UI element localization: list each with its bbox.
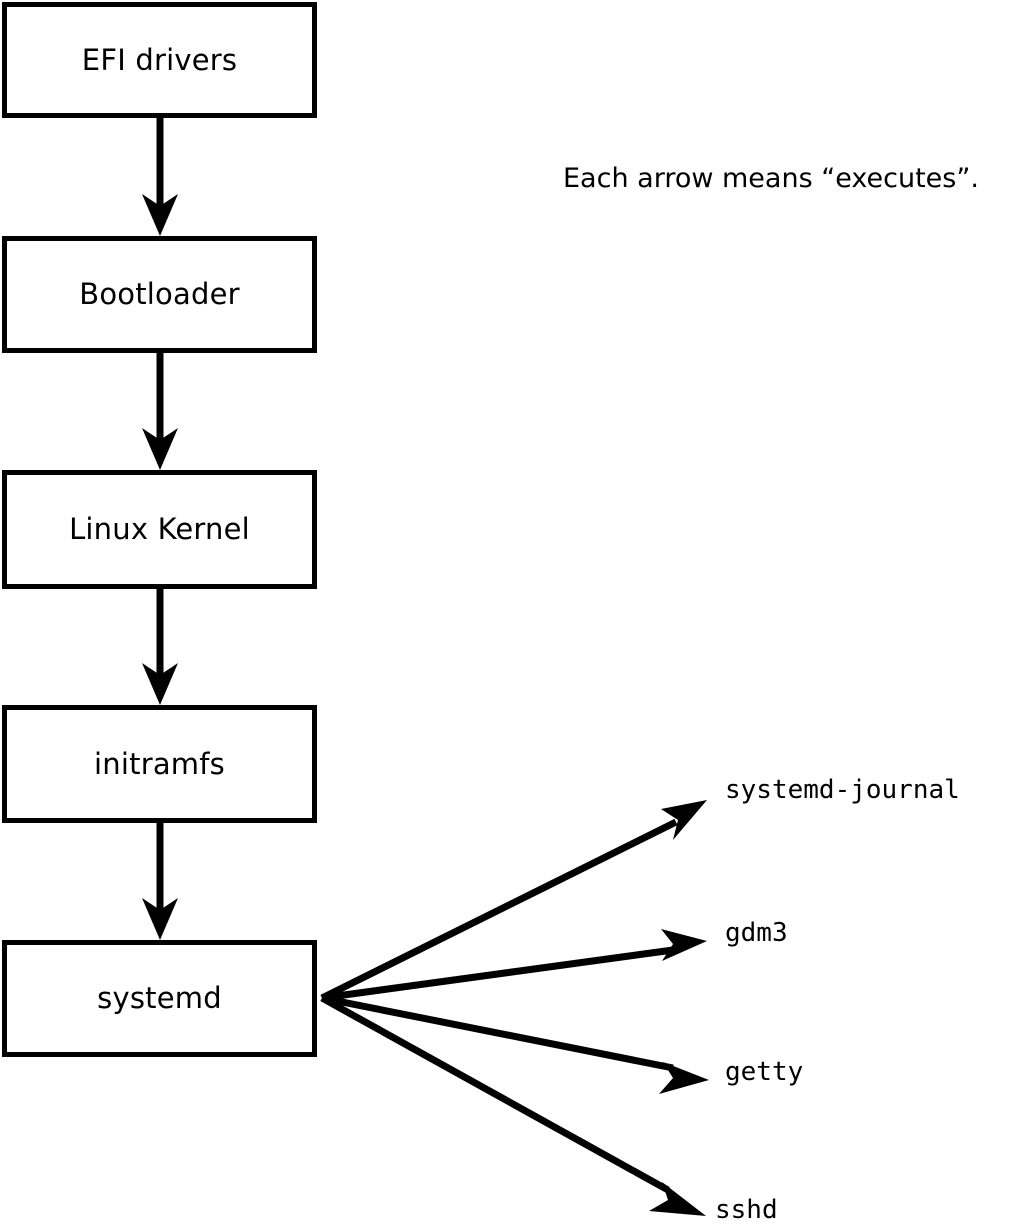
stage-box-efi-drivers[interactable]: EFI drivers — [2, 2, 317, 118]
stage-label-initramfs: initramfs — [94, 746, 225, 781]
arrow-systemd-to-systemd-journal — [320, 800, 707, 1002]
stage-box-systemd[interactable]: systemd — [2, 940, 317, 1057]
arrow-kernel-to-initramfs — [142, 589, 178, 705]
arrow-initramfs-to-systemd — [142, 823, 178, 940]
service-label-gdm3: gdm3 — [725, 918, 788, 948]
stage-label-systemd: systemd — [97, 981, 222, 1015]
service-label-systemd-journal: systemd-journal — [725, 775, 960, 805]
stage-box-initramfs[interactable]: initramfs — [2, 705, 317, 823]
arrow-efi-to-bootloader — [142, 118, 178, 236]
arrow-systemd-to-getty — [321, 994, 709, 1094]
service-label-sshd: sshd — [715, 1195, 778, 1225]
stage-label-bootloader: Bootloader — [79, 277, 240, 311]
stage-label-efi-drivers: EFI drivers — [81, 42, 238, 77]
legend-note: Each arrow means “executes”. — [563, 163, 979, 194]
arrow-systemd-to-sshd — [320, 994, 706, 1216]
arrow-systemd-to-gdm3 — [321, 929, 707, 1002]
stage-box-linux-kernel[interactable]: Linux Kernel — [2, 470, 317, 589]
arrow-bootloader-to-kernel — [142, 353, 178, 470]
stage-box-bootloader[interactable]: Bootloader — [2, 236, 317, 353]
stage-label-linux-kernel: Linux Kernel — [69, 512, 250, 546]
service-label-getty: getty — [725, 1057, 804, 1087]
